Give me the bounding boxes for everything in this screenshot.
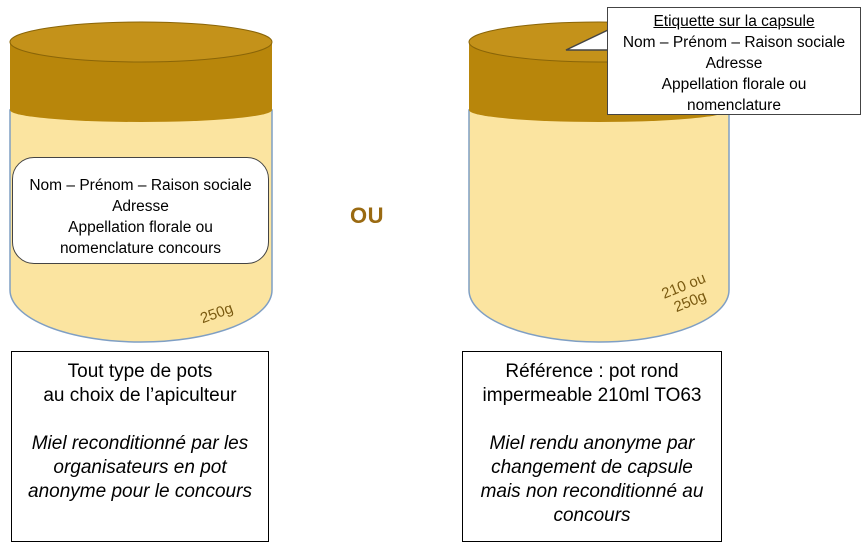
desc-right-line-1: Référence : pot rond [505,361,679,382]
desc-right-box: Référence : pot rond impermeable 210ml T… [462,351,722,542]
jar-left-label-line-3: Appellation florale ou [68,219,213,236]
desc-right-italic: Miel rendu anonyme par changement de cap… [463,432,721,528]
desc-left-italic-2: organisateurs en pot [53,457,227,478]
desc-left-italic: Miel reconditionné par les organisateurs… [12,432,268,504]
jar-left-cap-side [10,42,272,122]
cap-label-line-3: Appellation florale ou [661,76,807,93]
cap-label-line-1: Nom – Prénom – Raison sociale [622,34,846,51]
jar-right-body [468,109,730,343]
jar-left-label-line-4: nomenclature concours [59,240,222,257]
desc-left-line-2: au choix de l’apiculteur [43,385,237,406]
desc-left-box: Tout type de pots au choix de l’apiculte… [11,351,269,542]
separator-ou: OU [350,203,384,228]
desc-left-italic-1: Miel reconditionné par les [31,433,249,454]
cap-label-title: Etiquette sur la capsule [653,13,815,30]
cap-label-line-2: Adresse [705,55,763,72]
desc-left-line-1: Tout type de pots [67,361,213,382]
desc-right-italic-4: concours [553,505,631,526]
jar-left-cap-top [9,21,273,63]
desc-right-italic-1: Miel rendu anonyme par [489,433,695,454]
jar-left-label: Nom – Prénom – Raison sociale Adresse Ap… [12,157,269,264]
desc-right-italic-3: mais non reconditionné au [480,481,704,502]
cap-label-line-4: nomenclature [687,97,781,114]
desc-right-italic-2: changement de capsule [491,457,693,478]
desc-left-italic-3: anonyme pour le concours [28,481,252,502]
jar-left-label-line-1: Nom – Prénom – Raison sociale [29,177,252,194]
desc-right-line-2: impermeable 210ml TO63 [482,385,702,406]
jar-left-label-line-2: Adresse [112,198,169,215]
cap-label-callout: Etiquette sur la capsule Nom – Prénom – … [607,7,861,115]
